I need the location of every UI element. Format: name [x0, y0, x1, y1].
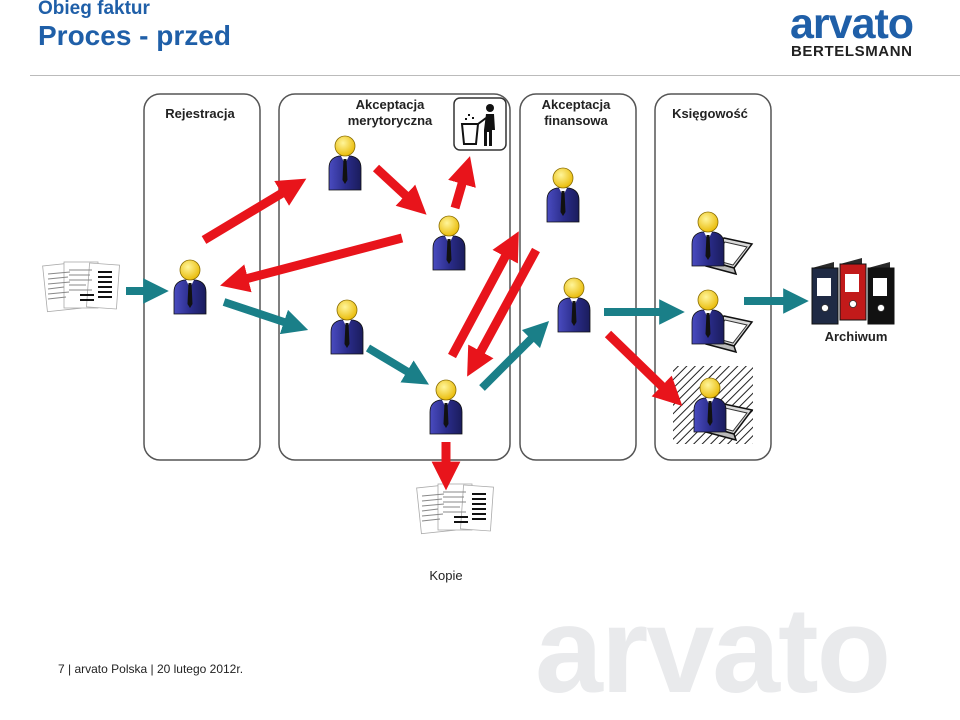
teal-arrow [479, 320, 550, 391]
slide-title: Proces - przed [38, 20, 231, 51]
red-arrow [201, 178, 307, 244]
lane-title-merytoryczna-1: Akceptacja [356, 97, 425, 112]
process-diagram: Rejestracja Akceptacja merytoryczna Akce… [41, 93, 895, 583]
lane-title-finansowa-2: finansowa [544, 113, 608, 128]
invoice-documents-icon [41, 261, 121, 313]
archive-label: Archiwum [825, 329, 888, 344]
lane-title-merytoryczna-2: merytoryczna [348, 113, 433, 128]
slide-subtitle: Obieg faktur [38, 0, 150, 19]
copies-label: Kopie [429, 568, 462, 583]
red-arrow [467, 247, 540, 377]
copies-documents-icon [415, 483, 495, 535]
red-arrow [448, 156, 476, 210]
archive-binders-icon [811, 257, 895, 325]
teal-arrow [365, 344, 429, 385]
arvato-logo: arvato [790, 0, 914, 48]
lane-akceptacja-finansowa [519, 93, 637, 461]
lane-title-rejestracja: Rejestracja [165, 106, 235, 121]
teal-arrow [222, 298, 309, 335]
footer-text: 7 | arvato Polska | 20 lutego 2012r. [58, 662, 244, 676]
bertelsmann-logo: BERTELSMANN [791, 43, 913, 60]
red-arrow [604, 330, 683, 407]
red-arrow [220, 233, 404, 293]
lane-title-finansowa-1: Akceptacja [542, 97, 611, 112]
red-arrow [448, 231, 519, 359]
red-arrow [372, 164, 427, 215]
lane-title-ksiegowosc: Księgowość [672, 106, 748, 121]
trash-bin-icon [453, 97, 507, 151]
header-divider [30, 75, 960, 76]
